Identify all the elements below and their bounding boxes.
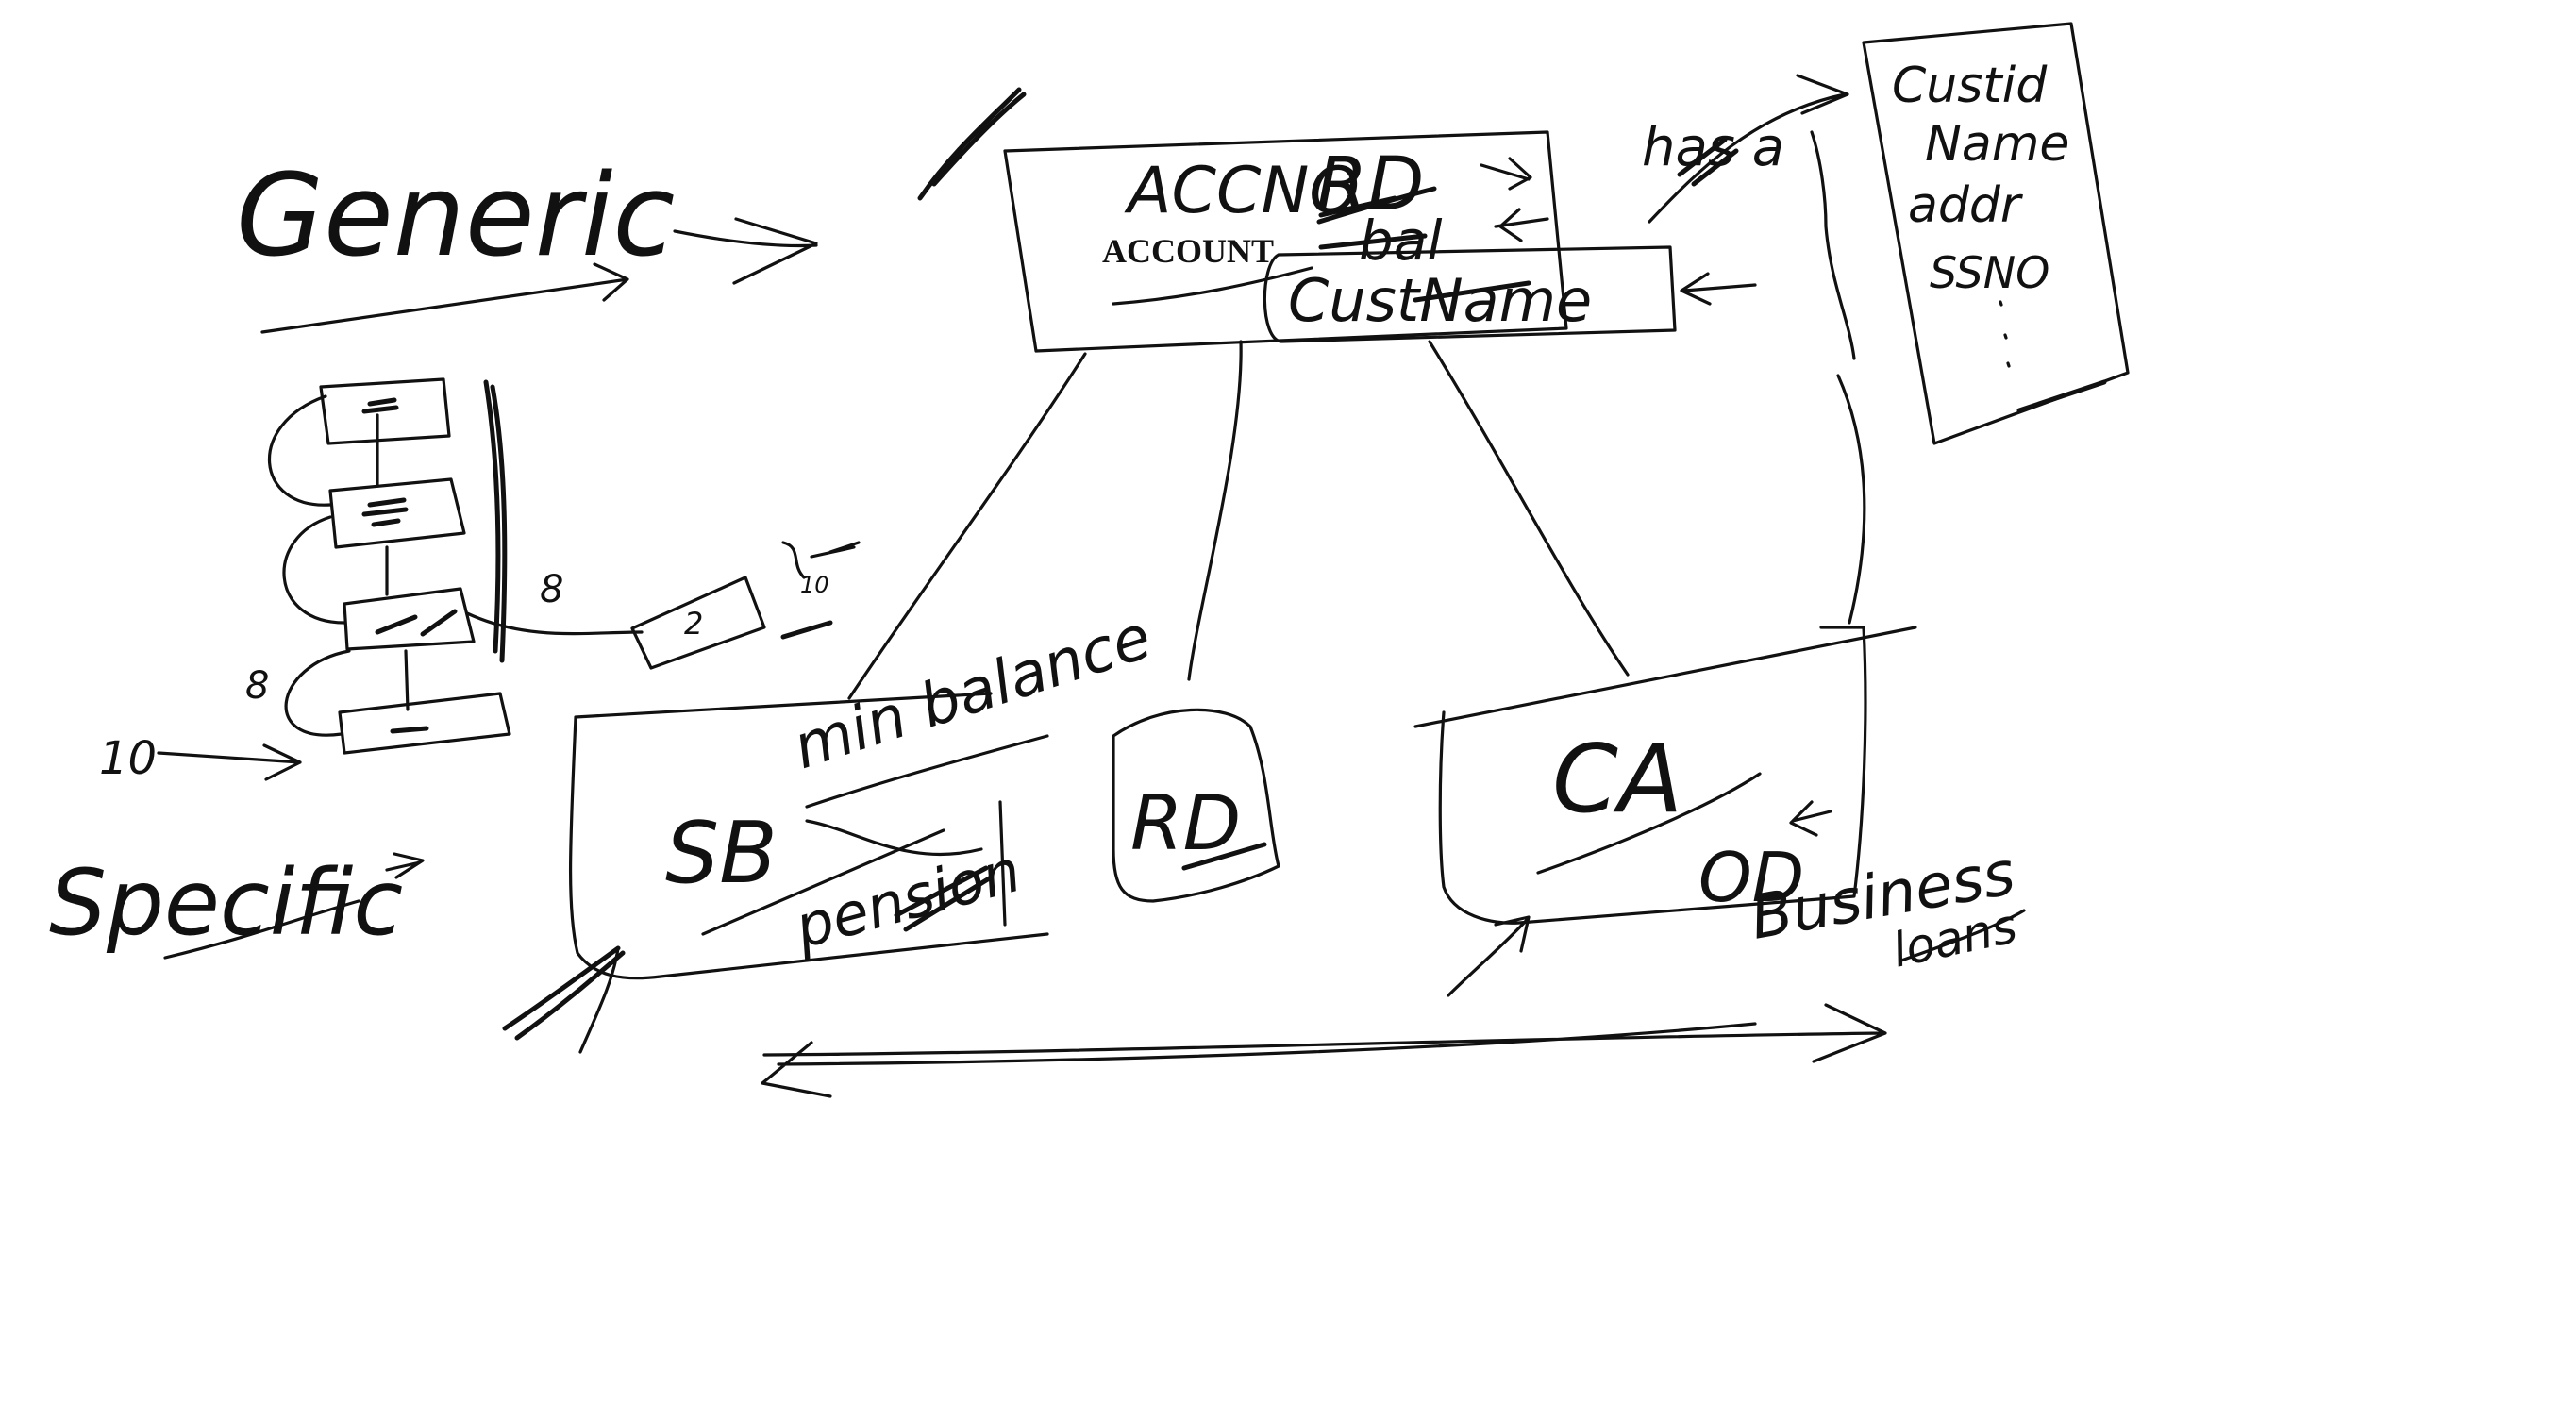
- specific-group: Specific: [49, 850, 425, 960]
- num-2: 2: [684, 606, 703, 642]
- od-arrow: [1789, 800, 1832, 837]
- od-label: OD: [1698, 838, 1804, 917]
- customer-bottom-mark: [2016, 379, 2107, 413]
- custname-label: CustName: [1288, 266, 1592, 335]
- small-dash: [780, 620, 833, 640]
- pension-label: pension: [787, 836, 1028, 962]
- customer-to-ca-link: [1836, 374, 1866, 625]
- relation-curve: [1810, 130, 1856, 360]
- ca-box: CA OD Business loans: [1413, 626, 2026, 997]
- node-4: [338, 692, 511, 755]
- sb-label: SB: [665, 804, 778, 903]
- node-2-fill: [361, 497, 409, 527]
- ca-underline: [1536, 772, 1762, 875]
- num-10-a: 10: [800, 572, 829, 598]
- node-4-fill: [390, 726, 429, 734]
- customer-field-custid: Custid: [1892, 58, 2048, 114]
- sb-bottom-arrow: [502, 945, 626, 1041]
- sb-box-outline: [568, 692, 1049, 980]
- sb-strike: [701, 828, 945, 936]
- loans-underline: [1899, 909, 2026, 962]
- bottom-double-arrow: [761, 1003, 1887, 1098]
- bal-strike: [1318, 233, 1428, 250]
- node-3: [343, 587, 476, 651]
- node-1-fill: [361, 397, 399, 414]
- ten-arrow: [157, 743, 302, 781]
- customer-dots: [1999, 300, 2011, 368]
- generic-group: Generic: [236, 151, 818, 334]
- specific-underline: [163, 899, 360, 960]
- account-box: ACCOUNT ACCNO RD bal CustName: [917, 87, 1757, 353]
- bottom-arrow-group: [761, 1003, 1887, 1098]
- min-balance-underline: [805, 734, 1049, 809]
- has-a-arrow: [1648, 74, 1849, 224]
- loop-3: [284, 649, 351, 737]
- pension-underline: [894, 865, 994, 932]
- hierarchy-lines: [847, 340, 1630, 700]
- customer-field-name: Name: [1925, 116, 2069, 173]
- list-bracket: [483, 379, 508, 663]
- customer-field-ssno: SSNO: [1930, 247, 2049, 298]
- line-to-rd: [1187, 340, 1243, 681]
- node-2: [328, 477, 466, 549]
- custname-arrow: [1680, 272, 1757, 306]
- num-10-b: 10: [99, 732, 157, 785]
- bal-arrow: [1494, 208, 1549, 242]
- accno-arrow: [1480, 157, 1532, 191]
- brace-marks: [781, 541, 861, 579]
- generic-label: Generic: [236, 151, 675, 282]
- has-a-marks: [1677, 137, 1739, 187]
- node-links: [376, 413, 410, 711]
- generic-right-arrow: [673, 217, 818, 285]
- line-to-sb: [847, 352, 1087, 700]
- specific-label: Specific: [49, 850, 403, 956]
- num-8-b: 8: [245, 664, 269, 708]
- ca-label: CA: [1552, 724, 1682, 834]
- ca-box-outline: [1413, 626, 1917, 925]
- rd-box-underline: [1181, 842, 1267, 871]
- pension-box: [805, 800, 1007, 927]
- rd-strike: [1316, 186, 1437, 225]
- ca-bottom-arrow: [1447, 915, 1531, 997]
- list-to-node2-link: [465, 611, 644, 636]
- generic-underline-arrow: [260, 262, 629, 334]
- line-to-ca: [1428, 340, 1630, 677]
- account-box-outline: [1003, 130, 1568, 353]
- num-8-a: 8: [540, 568, 563, 611]
- custname-strike: [1413, 280, 1531, 303]
- sb-box: SB min balance pension: [502, 602, 1160, 1054]
- node-1: [319, 377, 451, 445]
- node-3-fill: [375, 609, 458, 637]
- linked-list-sketch: 2 8 8 10 10: [99, 377, 861, 785]
- account-typed-label: ACCOUNT: [1102, 232, 1274, 270]
- custname-box: [1263, 245, 1677, 343]
- rd-box-outline: [1112, 708, 1280, 903]
- loop-2: [282, 515, 346, 625]
- specific-arrow: [385, 852, 425, 879]
- account-box-slash: [917, 87, 1027, 201]
- customer-group: has a Custid Name addr SSNO: [1642, 22, 2130, 625]
- loop-1: [267, 394, 332, 507]
- rd-box: RD: [1112, 708, 1280, 903]
- small-node: [630, 576, 766, 670]
- accno-underline: [1112, 266, 1313, 306]
- rd-box-label: RD: [1130, 779, 1241, 867]
- sb-bottom-arrow-head: [578, 946, 620, 1054]
- customer-box: [1862, 22, 2130, 445]
- customer-field-addr: addr: [1908, 177, 2024, 234]
